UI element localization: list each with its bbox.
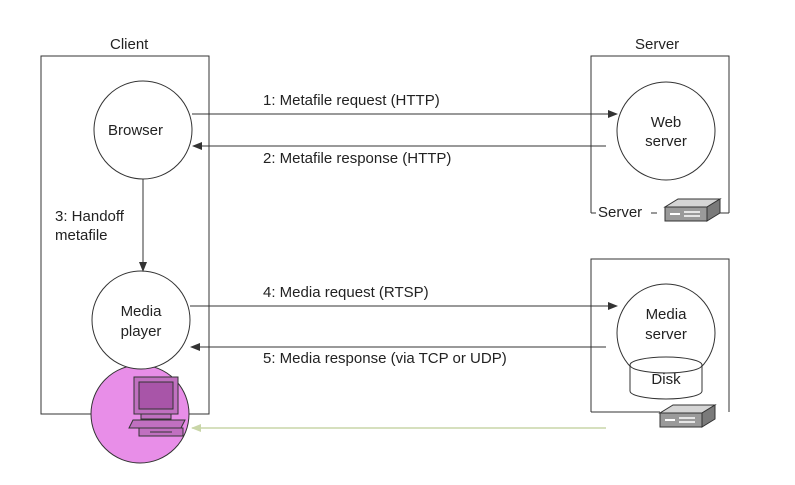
- disk-icon: [629, 356, 703, 400]
- browser-label: Browser: [108, 122, 164, 139]
- server-title: Server: [635, 36, 680, 53]
- media-server-label-line1: Media: [645, 306, 687, 323]
- server-device-icon: [663, 198, 722, 222]
- web-server-label-line2: server: [645, 133, 687, 150]
- step-4-label: 4: Media request (RTSP): [263, 284, 429, 301]
- desktop-computer-icon: [128, 376, 186, 437]
- media-player-label-line1: Media: [120, 303, 162, 320]
- server-box-label: Server: [598, 204, 643, 221]
- web-server-label-line1: Web: [650, 114, 682, 131]
- media-player-label-line2: player: [120, 323, 162, 340]
- web-server-box: [590, 55, 730, 213]
- web-server-node: [616, 81, 716, 181]
- step-3-label-line2: metafile: [55, 227, 108, 244]
- media-server-label-line2: server: [645, 326, 687, 343]
- media-server-box: [590, 258, 730, 412]
- step-1-label: 1: Metafile request (HTTP): [263, 92, 440, 109]
- client-title: Client: [110, 36, 149, 53]
- step-5-label: 5: Media response (via TCP or UDP): [263, 350, 507, 367]
- step-3-label-line1: 3: Handoff: [55, 208, 124, 225]
- server-device-icon: [658, 404, 717, 428]
- step-2-label: 2: Metafile response (HTTP): [263, 150, 452, 167]
- disk-label: Disk: [651, 371, 681, 388]
